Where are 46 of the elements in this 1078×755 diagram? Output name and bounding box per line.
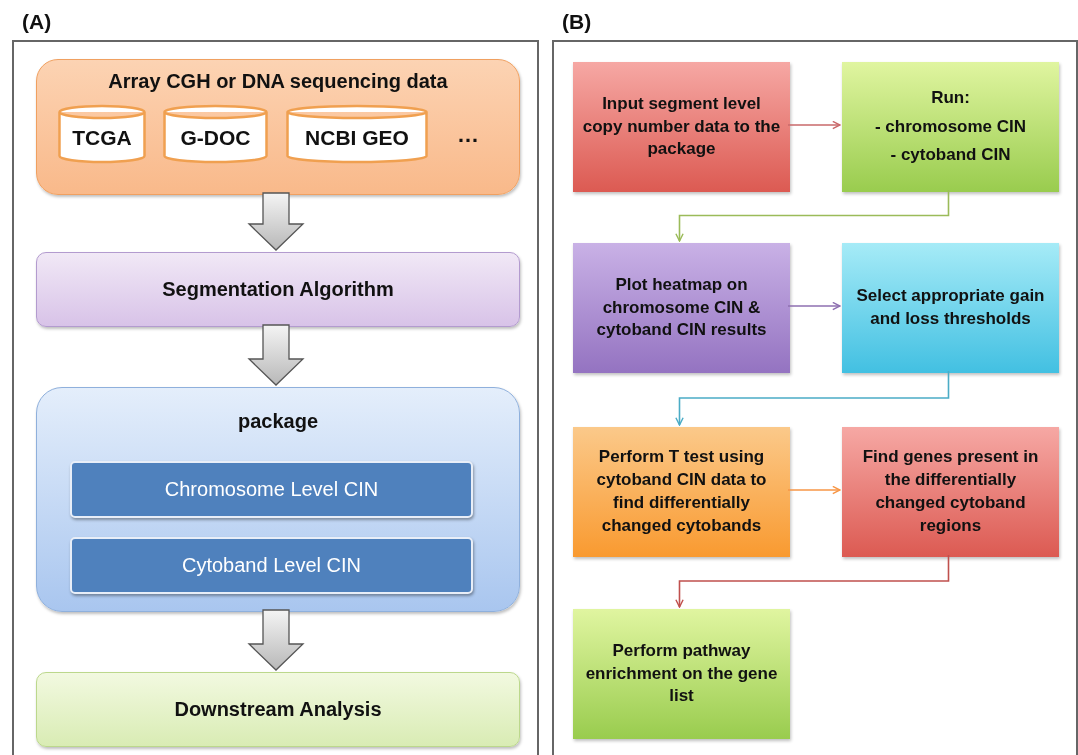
module-label: Chromosome Level CIN — [164, 478, 379, 501]
step-text: - chromosome CIN — [874, 115, 1027, 138]
arrow — [787, 485, 841, 495]
process-box — [573, 62, 790, 192]
step-text: Input segment level copy number data to the package — [581, 92, 782, 161]
block-arrow — [247, 192, 305, 251]
step-text: Perform T test using cytoband CIN data to find differentially changed cytobands — [595, 446, 768, 537]
module-box — [70, 461, 473, 518]
block-arrow — [247, 324, 305, 386]
process-box — [842, 243, 1059, 373]
package-box — [36, 387, 520, 612]
ellipsis-text: … — [457, 122, 479, 148]
arrow — [675, 370, 950, 426]
arrow — [787, 301, 841, 311]
module-label: Cytoband Level CIN — [182, 554, 361, 577]
box-title: Array CGH or DNA sequencing data — [108, 70, 448, 93]
process-box — [573, 609, 790, 739]
step-text: Run: — [931, 86, 970, 109]
box-label: Downstream Analysis — [174, 698, 382, 721]
database-label: TCGA — [72, 126, 132, 150]
database-cylinder — [58, 105, 146, 163]
step-text: Select appropriate gain and loss thresholds — [855, 285, 1046, 330]
data-source-box — [36, 59, 520, 195]
database-label: NCBI GEO — [305, 126, 409, 150]
arrow — [787, 120, 841, 130]
arrow — [675, 189, 950, 242]
process-box — [36, 672, 520, 747]
process-box — [573, 243, 790, 373]
box-label: Segmentation Algorithm — [162, 278, 394, 301]
step-text: Find genes present in the differentially changed cytoband regions — [861, 446, 1040, 537]
database-cylinder — [286, 105, 428, 163]
panel-label: (B) — [562, 10, 592, 34]
process-box — [36, 252, 520, 327]
process-box — [573, 427, 790, 557]
block-arrow — [247, 609, 305, 671]
step-text: Perform pathway enrichment on the gene list — [584, 639, 779, 708]
process-box — [842, 62, 1059, 192]
box-title: package — [237, 410, 319, 433]
database-label: G-DOC — [180, 126, 251, 150]
database-cylinder — [163, 105, 268, 163]
panel-label: (A) — [22, 10, 52, 34]
arrow — [675, 554, 950, 608]
step-text: - cytoband CIN — [890, 144, 1011, 167]
process-box — [842, 427, 1059, 557]
module-box — [70, 537, 473, 594]
step-text: Plot heatmap on chromosome CIN & cytoband CIN results — [595, 273, 768, 342]
